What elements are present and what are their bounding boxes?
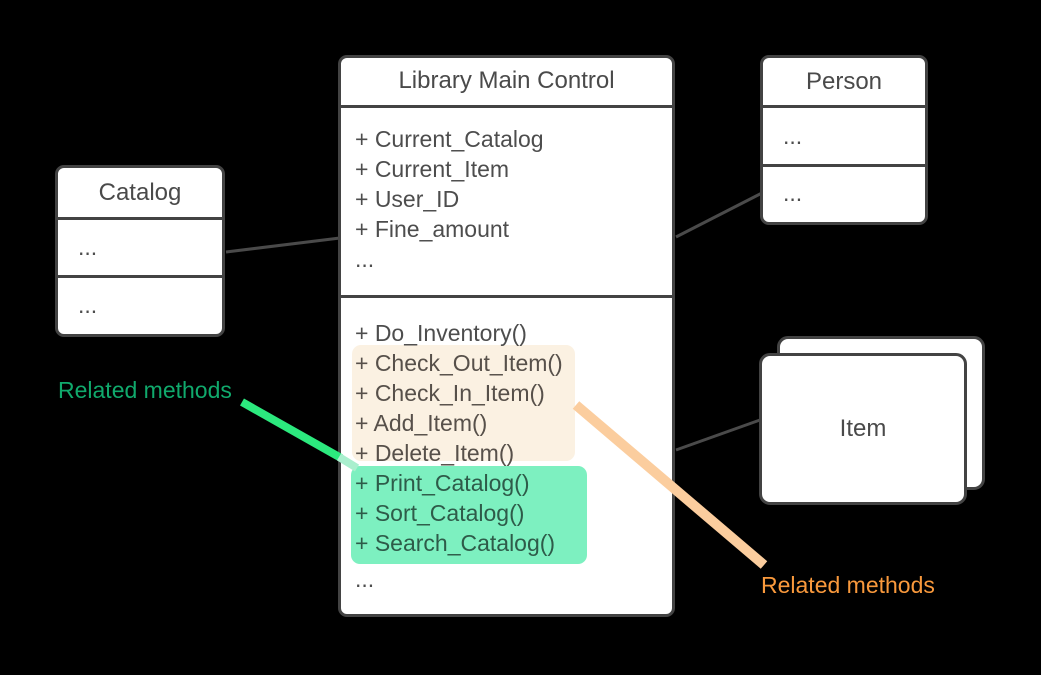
method-ellipsis-row: ...: [355, 566, 375, 592]
person-class-box: Person ... ...: [760, 55, 928, 225]
catalog-class-box: Catalog ... ...: [55, 165, 225, 337]
green-related-methods-label: Related methods: [58, 377, 232, 403]
person-class-title: Person: [763, 58, 925, 108]
library-attributes-compartment: + Current_Catalog + Current_Item + User_…: [341, 108, 672, 298]
method-row-highlighted-peach: + Add_Item(): [355, 410, 488, 436]
catalog-library-connector: [225, 236, 341, 254]
library-methods-compartment: + Do_Inventory() + Check_Out_Item() + Ch…: [341, 298, 672, 614]
attribute-row: + Fine_amount: [355, 216, 510, 242]
library-main-control-class-box: Library Main Control + Current_Catalog +…: [338, 55, 675, 617]
method-row-highlighted-peach: + Delete_Item(): [355, 440, 515, 466]
attribute-ellipsis-row: ...: [355, 246, 375, 272]
person-methods-compartment: ...: [783, 180, 803, 206]
library-class-title: Library Main Control: [341, 58, 672, 108]
attribute-row: + Current_Catalog: [355, 126, 544, 152]
person-attributes-compartment: ...: [763, 108, 925, 167]
method-row-highlighted-green: + Sort_Catalog(): [355, 500, 525, 526]
attribute-row: + User_ID: [355, 186, 460, 212]
method-row-highlighted-green: + Search_Catalog(): [355, 530, 556, 556]
catalog-methods-compartment: ...: [78, 292, 98, 318]
peach-highlight-rect: [352, 345, 575, 461]
method-row-highlighted-peach: + Check_Out_Item(): [355, 350, 563, 376]
green-highlight-rect: [351, 466, 587, 564]
library-item-connector: [675, 418, 761, 452]
attribute-row: + Current_Item: [355, 156, 510, 182]
method-row-highlighted-peach: + Check_In_Item(): [355, 380, 545, 406]
library-person-connector: [675, 191, 763, 239]
catalog-attributes-compartment: ...: [58, 220, 222, 278]
item-class-box: Item: [759, 353, 967, 505]
catalog-class-title: Catalog: [58, 168, 222, 220]
orange-related-methods-label: Related methods: [761, 572, 935, 598]
method-row-highlighted-green: + Print_Catalog(): [355, 470, 530, 496]
method-row: + Do_Inventory(): [355, 320, 527, 346]
green-callout-line: [240, 398, 343, 462]
